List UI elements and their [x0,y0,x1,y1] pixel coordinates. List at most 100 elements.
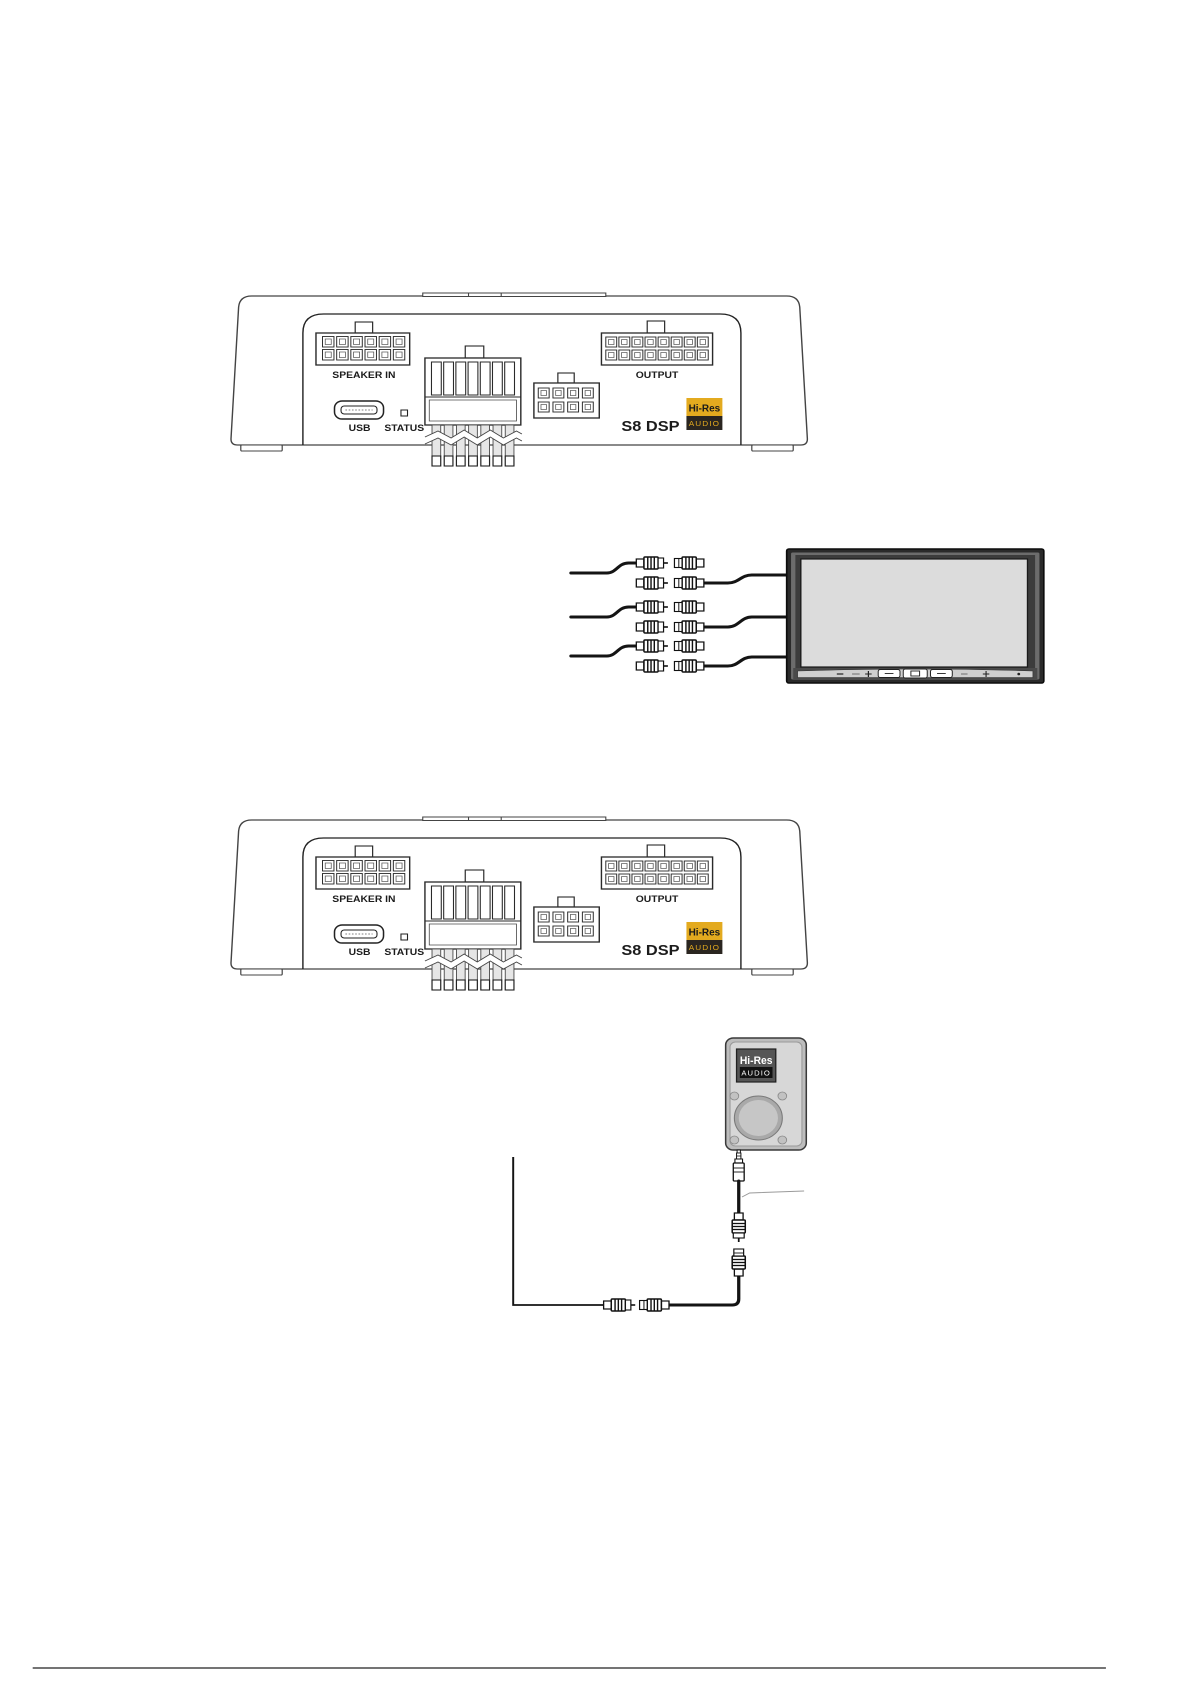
power-latch [558,897,574,907]
harness-terminal [456,456,465,466]
rca-jack-icon-boot [696,662,704,670]
output-pin [671,861,682,871]
output-pin [697,861,708,871]
rca-plug-icon-shield [625,1300,630,1310]
rca-plug-icon-boot [636,603,644,611]
status-label: STATUS [384,947,424,958]
output-latch [647,845,664,857]
harness-slot [468,362,478,395]
speaker-in-pin [323,350,334,361]
output-label: OUTPUT [636,894,679,905]
speaker-in-pin [337,350,348,361]
rca-plug-icon-boot [636,623,644,631]
harness-terminal [444,980,453,990]
rca-plug-icon [636,660,668,672]
output-connector [601,333,712,365]
left-foot [241,445,282,451]
rca-jack-icon [640,1299,669,1311]
harness-terminal [493,456,502,466]
power-pin [582,912,593,922]
status-led-icon [401,410,408,416]
harness-slot [456,886,466,919]
rca-plug-icon-boot [734,1213,743,1220]
output-pin [645,861,656,871]
speaker-in-pin [393,861,404,872]
output-pin [658,350,669,360]
output-pin [645,874,656,884]
power-pin [568,388,579,398]
right-foot [752,969,793,975]
player-corner-button [730,1136,739,1144]
dsp-unit-drawing [231,293,807,466]
speaker-in-pin [337,337,348,348]
harness-slot [492,886,502,919]
output-pin [697,350,708,360]
rca-jack-icon-boot [696,623,704,631]
rca-plug-icon-shield [658,558,663,568]
output-pin [697,337,708,347]
status-led-icon [401,934,408,940]
rca-jack-icon-socket [674,559,682,568]
head-unit-icon [787,549,1044,683]
rca-jack-icon-boot [696,603,704,611]
output-pin [684,874,695,884]
rca-plug-icon-boot [636,579,644,587]
speaker-in-pin [379,337,390,348]
harness-latch [465,346,484,358]
harness-terminal [481,456,490,466]
rca-plug-icon-shield [658,622,663,632]
speaker-in-pin [365,874,376,885]
audio-logo-text: AUDIO [689,419,720,428]
rca-plug-icon [604,1299,636,1311]
output-pin [658,337,669,347]
harness-slot [492,362,502,395]
output-pin [632,874,643,884]
usb-label: USB [349,947,371,958]
rca-plug-icon-shield [658,641,663,651]
rca-jack-icon-socket [674,623,682,632]
power-pin [553,402,564,412]
rca-plug-icon [636,640,668,652]
harness-slot [480,886,490,919]
output-pin [632,350,643,360]
harness-slot [480,362,490,395]
rca-jack-icon-socket [640,1301,648,1310]
harness-terminal [493,980,502,990]
dsp-unit-top: SPEAKER IN OUTPUT USB STATUS S8 DSP Hi-R… [231,293,807,466]
speaker-in-pin [337,874,348,885]
top-vent-strip [423,817,606,821]
rca-jack-icon-boot [696,642,704,650]
rca-jack-icon [674,577,703,589]
harness-terminal [469,456,478,466]
power-pin [538,402,549,412]
player-audio-logo-text: AUDIO [741,1069,771,1078]
harness-terminal [432,980,441,990]
output-pin [684,337,695,347]
rca-jack-icon-socket [674,603,682,612]
output-pin [684,350,695,360]
player-corner-button [778,1092,787,1100]
harness-slot [444,362,454,395]
output-pin [697,874,708,884]
portable-player-icon: Hi-Res AUDIO [726,1038,807,1150]
harness-slot [505,362,515,395]
rca-jack-icon-socket [674,642,682,651]
model-label: S8 DSP [621,419,679,435]
power-pin [568,402,579,412]
harness-latch [465,870,484,882]
rca-jack-icon [674,601,703,613]
power-pin [538,912,549,922]
output-pin [606,350,617,360]
rca-plug-icon [636,577,668,589]
rca-jack-icon-boot [696,559,704,567]
power-pin [582,402,593,412]
output-pin [645,337,656,347]
left-foot [241,969,282,975]
hires-logo-text: Hi-Res [689,928,721,939]
player-hires-logo-text: Hi-Res [740,1055,773,1066]
player-corner-button [778,1136,787,1144]
harness-slot [444,886,454,919]
dsp-unit-drawing [231,817,807,990]
speaker-in-pin [379,861,390,872]
rca-jack-icon [674,557,703,569]
